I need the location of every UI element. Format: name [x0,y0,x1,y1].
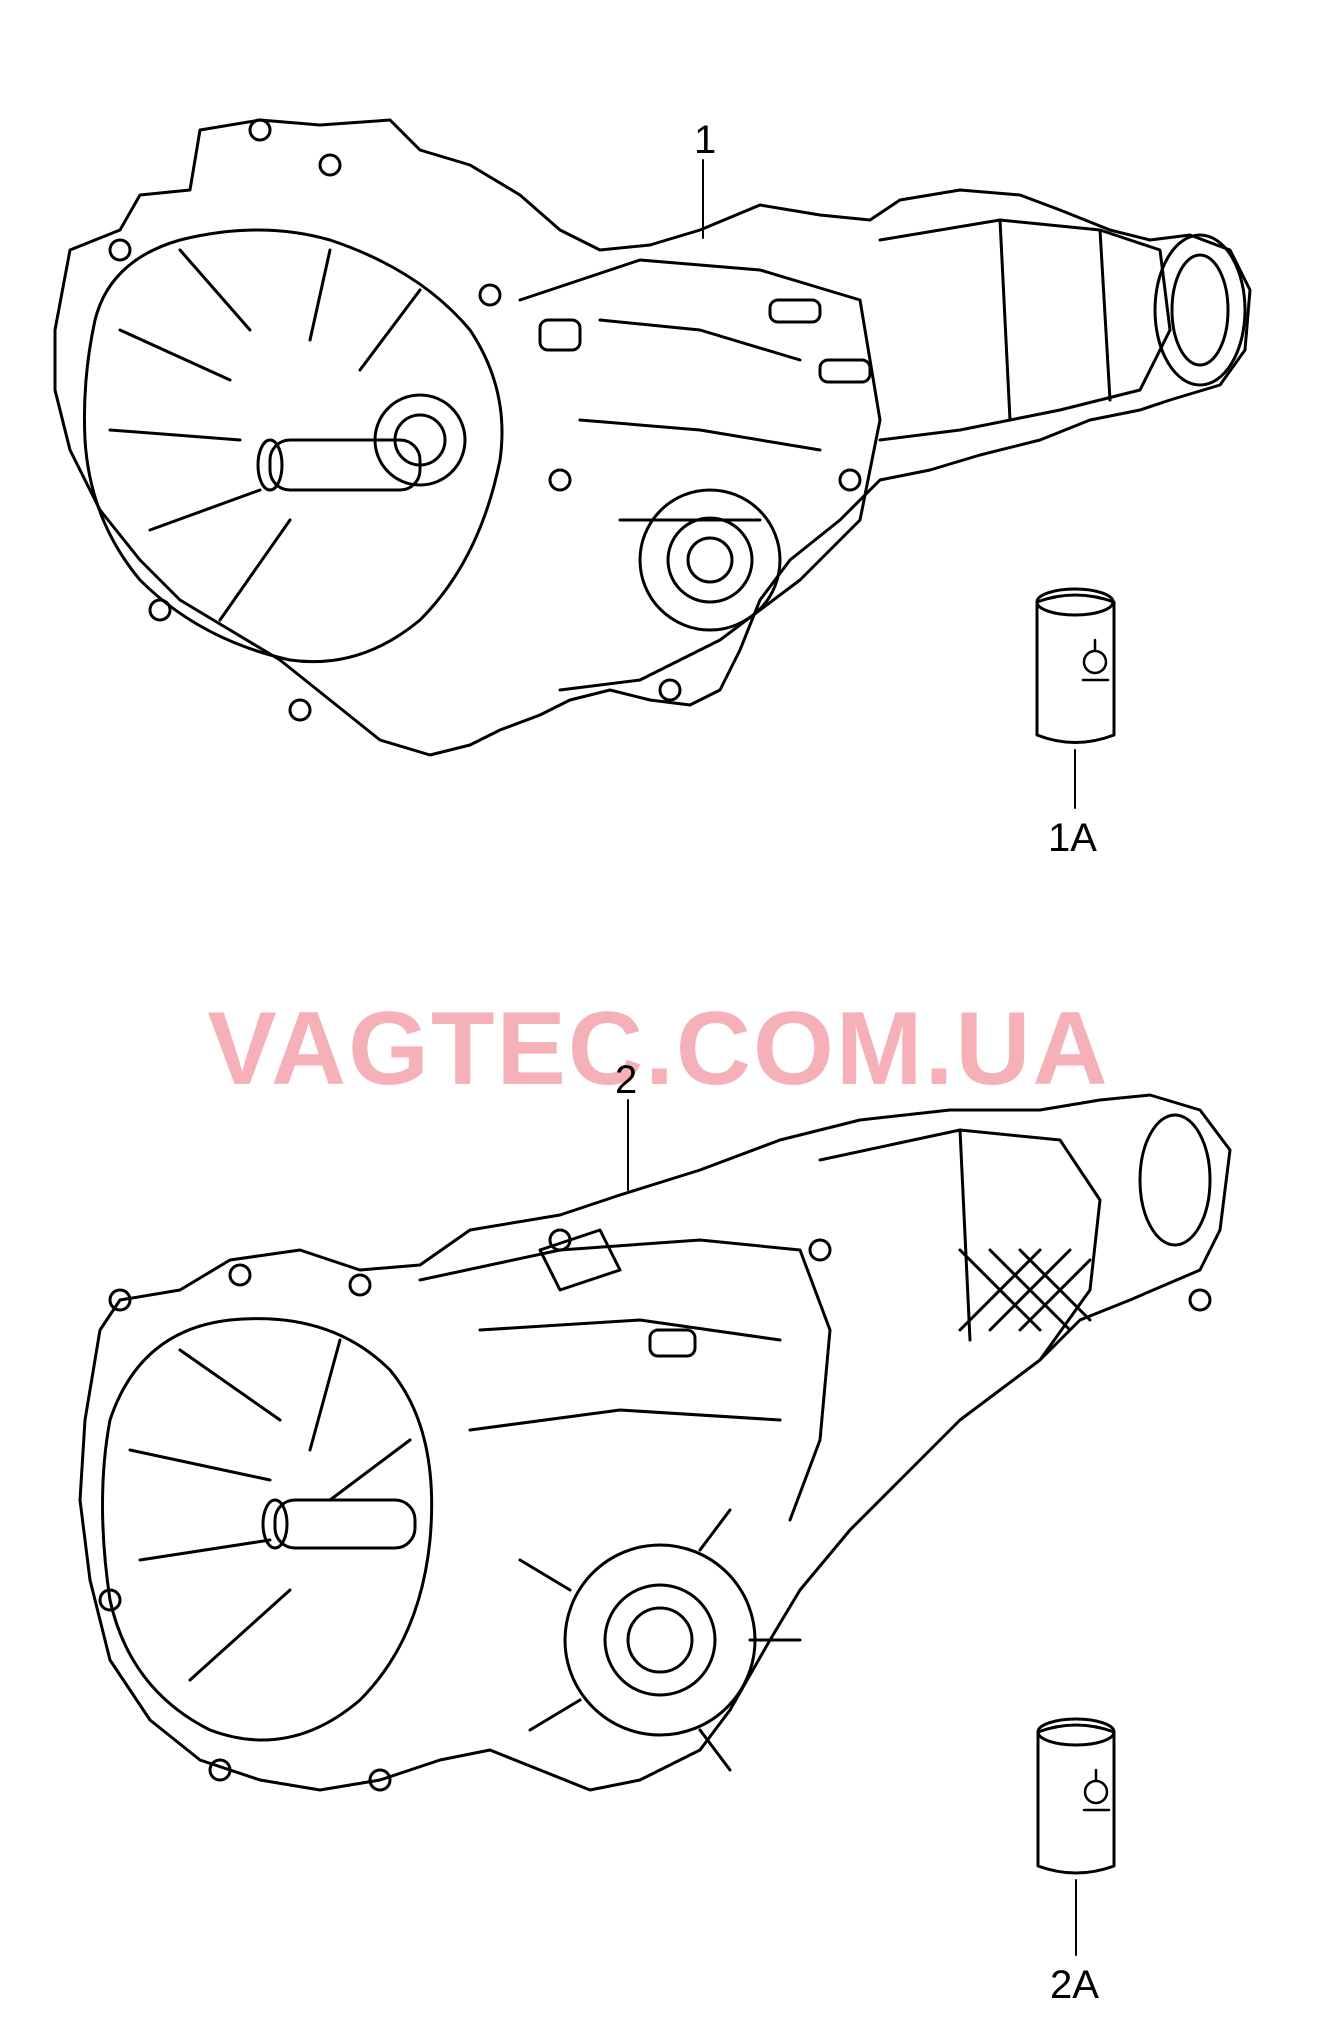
transmission-1-drawing [53,118,1252,757]
watermark: VAGTEC.COM.UA [207,991,1110,1107]
oil-can-icon [1035,587,1116,744]
callout-part-2: 2 [615,1058,638,1102]
callout-part-1: 1 [694,118,717,162]
callout-part-1a: 1A [1048,816,1097,860]
oil-can-icon [1036,1717,1116,1875]
transmission-2-drawing [78,1093,1232,1792]
callout-part-2a: 2A [1050,1963,1099,2007]
